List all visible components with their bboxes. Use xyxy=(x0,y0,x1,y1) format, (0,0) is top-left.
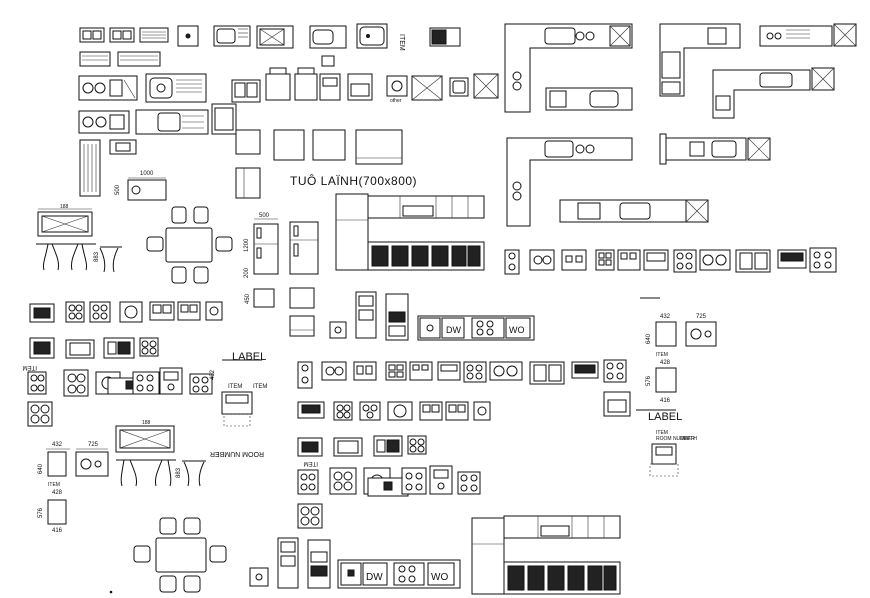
kitchen-elevation-upper xyxy=(335,193,485,271)
svg-text:188: 188 xyxy=(142,420,151,426)
l-kitchen-plan-3 xyxy=(712,67,835,119)
svg-text:432: 432 xyxy=(660,314,671,320)
kitchen-run-plan-b xyxy=(559,199,709,223)
svg-text:432: 432 xyxy=(52,442,63,448)
svg-text:416: 416 xyxy=(660,398,671,404)
stray-point xyxy=(109,590,113,594)
second-row-blocks: other xyxy=(78,55,499,104)
svg-text:other: other xyxy=(390,98,402,104)
svg-text:200: 200 xyxy=(244,267,250,278)
svg-text:576: 576 xyxy=(646,375,652,386)
svg-text:ITEM: ITEM xyxy=(253,384,267,390)
kitchen-run-plan-a xyxy=(545,87,771,165)
fridge-title-label: TUÔ LAÏNH(700x800) xyxy=(290,173,417,188)
svg-text:ROOM NUMBER: ROOM NUMBER xyxy=(210,450,264,457)
third-row-blocks xyxy=(78,103,403,199)
dim-1000: 1000 xyxy=(140,171,154,177)
hob-grid-left-2: ITEM xyxy=(23,337,213,427)
svg-text:ITEM: ITEM xyxy=(23,364,37,370)
svg-text:ITEM: ITEM xyxy=(656,430,668,436)
dim-sketch-left: 432 725 640 ITEM 428 576 416 xyxy=(38,442,109,534)
l-kitchen-plan-2 xyxy=(659,23,857,97)
wall-oven-label-bottom: WO xyxy=(431,572,448,583)
svg-text:640: 640 xyxy=(646,333,652,344)
svg-text:ITEM: ITEM xyxy=(304,460,318,466)
dining-set-top xyxy=(146,206,233,284)
svg-text:883: 883 xyxy=(176,467,182,478)
dim-sketch-right: 432 725 640 ITEM 428 576 416 LABEL ITEM … xyxy=(603,297,717,477)
appliance-towers-center xyxy=(329,291,409,341)
dining-set-bottom xyxy=(133,517,227,593)
elevation-drawer-rows xyxy=(371,245,481,267)
svg-text:LABEL: LABEL xyxy=(648,411,682,423)
l-kitchen-plan-4 xyxy=(506,137,633,227)
hob-grid-left-1 xyxy=(29,301,223,323)
svg-text:432: 432 xyxy=(210,369,216,380)
item-label-vertical: ITEM xyxy=(398,34,405,51)
svg-text:725: 725 xyxy=(88,442,99,448)
svg-text:ROOM NUMBER: ROOM NUMBER xyxy=(656,436,695,442)
appliance-towers-bottom xyxy=(249,537,331,589)
tall-column-unit: 1000 500 xyxy=(79,139,167,201)
svg-text:640: 640 xyxy=(38,463,44,474)
svg-text:428: 428 xyxy=(52,490,63,496)
kitchen-run-elevation-bottom: DW WO xyxy=(337,559,461,589)
dishwasher-label-top: DW xyxy=(446,325,461,335)
svg-text:LABEL: LABEL xyxy=(232,351,266,363)
dining-table-rect-elevation: 188 883 xyxy=(36,204,122,273)
wall-oven-label-top: WO xyxy=(509,325,525,335)
svg-text:500: 500 xyxy=(259,213,270,219)
hob-grid-center xyxy=(297,359,627,529)
svg-text:450: 450 xyxy=(245,293,251,304)
top-sink-row: ITEM xyxy=(79,23,461,67)
svg-text:188: 188 xyxy=(60,204,69,210)
dim-500: 500 xyxy=(115,184,121,195)
kitchen-elevation-lower xyxy=(471,515,621,595)
svg-text:ITEM: ITEM xyxy=(656,352,668,358)
svg-text:416: 416 xyxy=(52,528,63,534)
svg-text:DEPTH: DEPTH xyxy=(680,436,697,442)
svg-text:ITEM: ITEM xyxy=(48,482,60,488)
fridge-elevations: 500 1200 200 450 xyxy=(244,213,319,337)
svg-text:576: 576 xyxy=(38,507,44,518)
svg-text:428: 428 xyxy=(660,360,671,366)
hob-icon-row-right xyxy=(504,247,837,275)
center-annotation-tag: 432 LABEL ITEM ITEM ROOM NUMBER ITEM xyxy=(210,351,318,466)
svg-text:ITEM: ITEM xyxy=(228,384,242,390)
svg-text:1200: 1200 xyxy=(244,238,250,252)
svg-text:883: 883 xyxy=(94,251,100,262)
svg-text:725: 725 xyxy=(696,314,707,320)
kitchen-run-elevation-mid: DW WO xyxy=(417,315,535,341)
dishwasher-label-bottom: DW xyxy=(366,572,383,583)
table-elevation-left: 188 883 xyxy=(115,420,206,487)
l-kitchen-plan-1 xyxy=(504,23,633,113)
